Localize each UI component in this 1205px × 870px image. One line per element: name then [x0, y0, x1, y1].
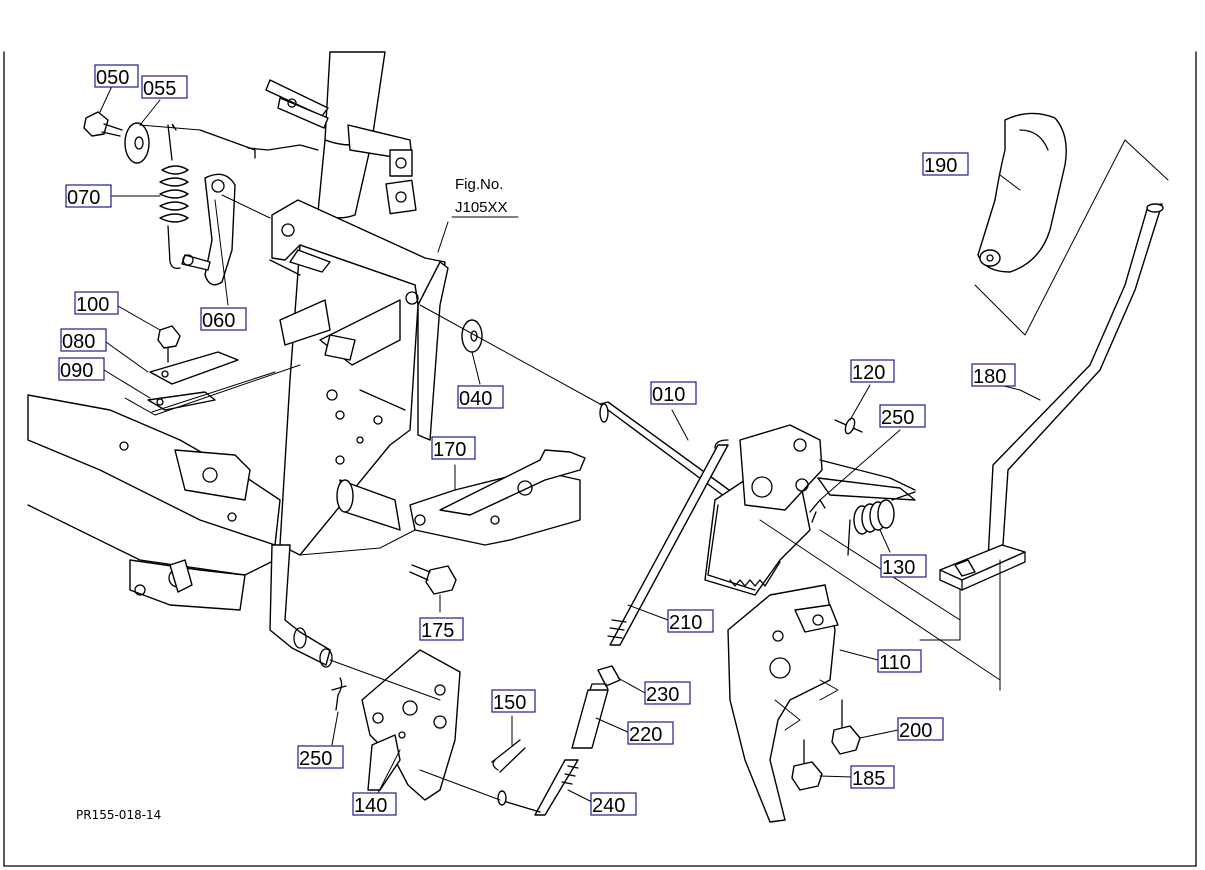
callout-labels: 050 055 070 060 100 080 090 040 010 120 … [58, 64, 1016, 817]
lever-plate-170 [336, 449, 586, 546]
leader-lines [99, 85, 1169, 803]
svg-text:210: 210 [669, 612, 702, 634]
main-bracket [269, 199, 449, 556]
svg-text:170: 170 [433, 439, 466, 461]
pedal-rod-left [269, 544, 333, 668]
pin-120 [834, 417, 863, 435]
svg-text:240: 240 [592, 795, 625, 817]
callout-130: 130 [880, 554, 927, 579]
callout-010: 010 [650, 381, 697, 406]
svg-text:250: 250 [881, 407, 914, 429]
drawing-code: PR155-018-14 [76, 808, 161, 822]
nut-230 [597, 665, 621, 687]
svg-text:180: 180 [973, 366, 1006, 388]
pin-150 [491, 739, 526, 773]
bracket-140 [361, 649, 461, 801]
page-frame [3, 51, 1197, 867]
spring-130 [847, 491, 916, 556]
svg-text:050: 050 [96, 67, 129, 89]
washer-040 [461, 319, 483, 353]
svg-text:140: 140 [354, 795, 387, 817]
callout-070: 070 [65, 184, 112, 209]
svg-text:185: 185 [852, 768, 885, 790]
svg-text:150: 150 [493, 692, 526, 714]
svg-text:010: 010 [652, 384, 685, 406]
callout-250-lower: 250 [297, 745, 344, 770]
lever-180 [939, 203, 1164, 591]
steering-column [199, 51, 417, 219]
link-060 [181, 173, 236, 286]
callout-250-upper: 250 [879, 404, 926, 429]
bolt-175 [409, 564, 457, 595]
svg-text:230: 230 [646, 684, 679, 706]
svg-text:080: 080 [62, 331, 95, 353]
callout-110: 110 [877, 649, 922, 674]
svg-text:190: 190 [924, 155, 957, 177]
svg-text:090: 090 [60, 360, 93, 382]
svg-text:055: 055 [143, 78, 176, 100]
callout-150: 150 [491, 689, 536, 714]
svg-text:175: 175 [421, 620, 454, 642]
bolt-050 [83, 111, 123, 137]
callout-175: 175 [419, 617, 464, 642]
lower-frame [27, 394, 281, 611]
callout-040: 040 [457, 385, 504, 410]
figure-reference: Fig.No. J105XX [451, 176, 519, 218]
rod-210 [607, 439, 729, 646]
callout-185: 185 [850, 765, 895, 790]
knob-190 [977, 112, 1067, 273]
svg-text:070: 070 [67, 187, 100, 209]
svg-text:130: 130 [882, 557, 915, 579]
pin-250-lower [331, 677, 347, 711]
sector-assembly [704, 424, 916, 596]
bolt-100 [157, 325, 181, 363]
svg-text:200: 200 [899, 720, 932, 742]
callout-170: 170 [431, 436, 476, 461]
callout-055: 055 [141, 75, 188, 100]
svg-text:220: 220 [629, 724, 662, 746]
svg-text:110: 110 [879, 652, 911, 674]
callout-190: 190 [922, 152, 969, 177]
bolt-185 [791, 739, 823, 791]
figure-number-label: Fig.No. [455, 176, 503, 193]
callout-140: 140 [352, 792, 397, 817]
rod-240 [497, 759, 579, 816]
callout-080: 080 [60, 328, 107, 353]
svg-text:040: 040 [459, 388, 492, 410]
callout-220: 220 [627, 721, 674, 746]
callout-090: 090 [58, 357, 105, 382]
figure-number-code: J105XX [455, 199, 508, 216]
svg-text:250: 250 [299, 748, 332, 770]
pin-250-upper [809, 499, 826, 523]
callout-210: 210 [667, 609, 714, 634]
svg-text:100: 100 [76, 294, 109, 316]
svg-text:120: 120 [852, 362, 885, 384]
spring-070 [159, 123, 189, 270]
callout-240: 240 [590, 792, 637, 817]
callout-200: 200 [897, 717, 944, 742]
svg-text:060: 060 [202, 310, 235, 332]
callout-100: 100 [74, 291, 119, 316]
sleeve-220 [571, 683, 609, 749]
bolt-200 [831, 699, 861, 755]
callout-050: 050 [94, 64, 139, 89]
washer-055 [124, 122, 150, 164]
callout-180: 180 [971, 363, 1016, 388]
callout-230: 230 [644, 681, 691, 706]
callout-060: 060 [200, 307, 247, 332]
plate-080 [149, 351, 239, 385]
arm-110 [727, 584, 839, 823]
callout-120: 120 [850, 359, 895, 384]
